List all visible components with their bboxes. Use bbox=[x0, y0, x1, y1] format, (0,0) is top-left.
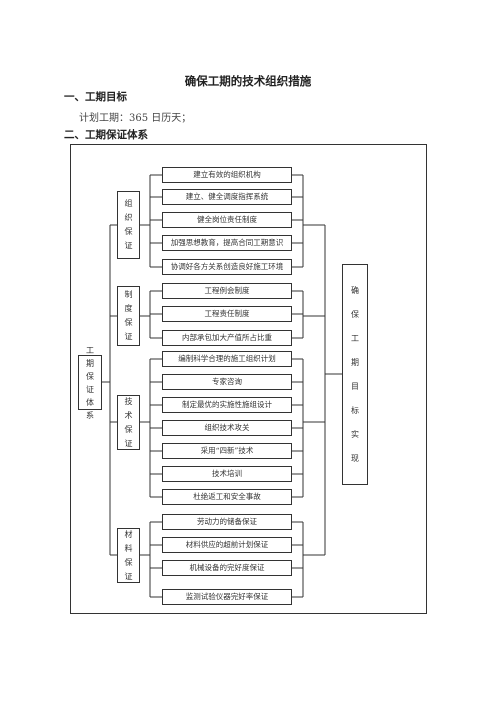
vertical-char: 保 bbox=[351, 309, 359, 319]
measure-item: 建立、健全调度指挥系统 bbox=[162, 189, 292, 205]
vertical-char: 保 bbox=[124, 424, 133, 434]
vertical-char: 期 bbox=[86, 358, 94, 368]
root-box: 工期保证体系 bbox=[78, 346, 102, 420]
measure-item: 劳动力的储备保证 bbox=[162, 514, 292, 530]
vertical-char: 证 bbox=[124, 438, 133, 448]
measure-item: 健全岗位责任制度 bbox=[162, 212, 292, 228]
vertical-char: 保 bbox=[124, 227, 133, 236]
group-label-system: 制度保证 bbox=[125, 288, 133, 344]
vertical-char: 保 bbox=[124, 557, 133, 567]
group-box-technology: 技术保证 bbox=[117, 395, 140, 450]
vertical-char: 工 bbox=[86, 345, 94, 355]
measure-item: 工程责任制度 bbox=[162, 306, 292, 322]
vertical-char: 证 bbox=[86, 384, 94, 394]
section-heading-schedule-goal: 一、工期目标 bbox=[64, 91, 127, 103]
vertical-char: 证 bbox=[124, 241, 133, 250]
diagram-frame bbox=[70, 144, 427, 614]
measure-item: 杜绝返工和安全事故 bbox=[162, 489, 292, 505]
measure-item: 协调好各方关系创造良好施工环境 bbox=[162, 259, 292, 275]
vertical-char: 确 bbox=[351, 285, 359, 295]
measure-item: 内部承包加大产值所占比重 bbox=[162, 330, 292, 346]
vertical-char: 期 bbox=[351, 357, 359, 367]
vertical-char: 保 bbox=[86, 371, 94, 381]
measure-item: 技术培训 bbox=[162, 466, 292, 482]
measure-item: 编制科学合理的施工组织计划 bbox=[162, 351, 292, 367]
group-box-materials: 材料保证 bbox=[117, 528, 140, 583]
result-box: 确保工期目标实现 bbox=[342, 264, 368, 485]
measure-item: 机械设备的完好度保证 bbox=[162, 560, 292, 576]
section-heading-guarantee-system: 二、工期保证体系 bbox=[64, 129, 148, 141]
measure-item: 制定最优的实施性施组设计 bbox=[162, 397, 292, 413]
measure-item: 建立有效的组织机构 bbox=[162, 167, 292, 183]
vertical-char: 材 bbox=[124, 529, 133, 539]
vertical-char: 组 bbox=[124, 199, 133, 208]
group-box-organization: 组织保证 bbox=[117, 191, 140, 259]
vertical-char: 目 bbox=[351, 381, 359, 391]
vertical-char: 织 bbox=[124, 213, 133, 222]
measure-item: 材料供应的超前计划保证 bbox=[162, 537, 292, 553]
root-label: 工期保证体系 bbox=[86, 344, 94, 422]
schedule-goal-text: 计划工期：365 日历天； bbox=[79, 113, 192, 124]
vertical-char: 度 bbox=[124, 304, 133, 313]
vertical-char: 体 bbox=[86, 397, 94, 407]
vertical-char: 证 bbox=[124, 571, 133, 581]
page-title: 确保工期的技术组织措施 bbox=[184, 74, 312, 88]
vertical-char: 料 bbox=[124, 543, 133, 553]
measure-item: 监测试验仪器完好率保证 bbox=[162, 589, 292, 605]
group-label-materials: 材料保证 bbox=[125, 528, 133, 584]
measure-item: 采用“四新”技术 bbox=[162, 443, 292, 459]
group-box-system: 制度保证 bbox=[117, 286, 140, 346]
vertical-char: 实 bbox=[351, 429, 359, 439]
measure-item: 专家咨询 bbox=[162, 374, 292, 390]
vertical-char: 证 bbox=[124, 332, 133, 341]
vertical-char: 标 bbox=[351, 405, 359, 415]
result-label: 确保工期目标实现 bbox=[351, 279, 359, 471]
vertical-char: 现 bbox=[351, 453, 359, 463]
vertical-char: 技 bbox=[124, 396, 133, 406]
vertical-char: 系 bbox=[86, 410, 94, 420]
measure-item: 组织技术攻关 bbox=[162, 420, 292, 436]
vertical-char: 保 bbox=[124, 318, 133, 327]
vertical-char: 工 bbox=[351, 333, 359, 343]
measure-item: 工程例会制度 bbox=[162, 283, 292, 299]
measure-item: 加强思想教育，提高合同工期意识 bbox=[162, 235, 292, 251]
group-label-technology: 技术保证 bbox=[125, 395, 133, 451]
group-label-organization: 组织保证 bbox=[125, 197, 133, 253]
vertical-char: 制 bbox=[124, 290, 133, 299]
vertical-char: 术 bbox=[124, 410, 133, 420]
